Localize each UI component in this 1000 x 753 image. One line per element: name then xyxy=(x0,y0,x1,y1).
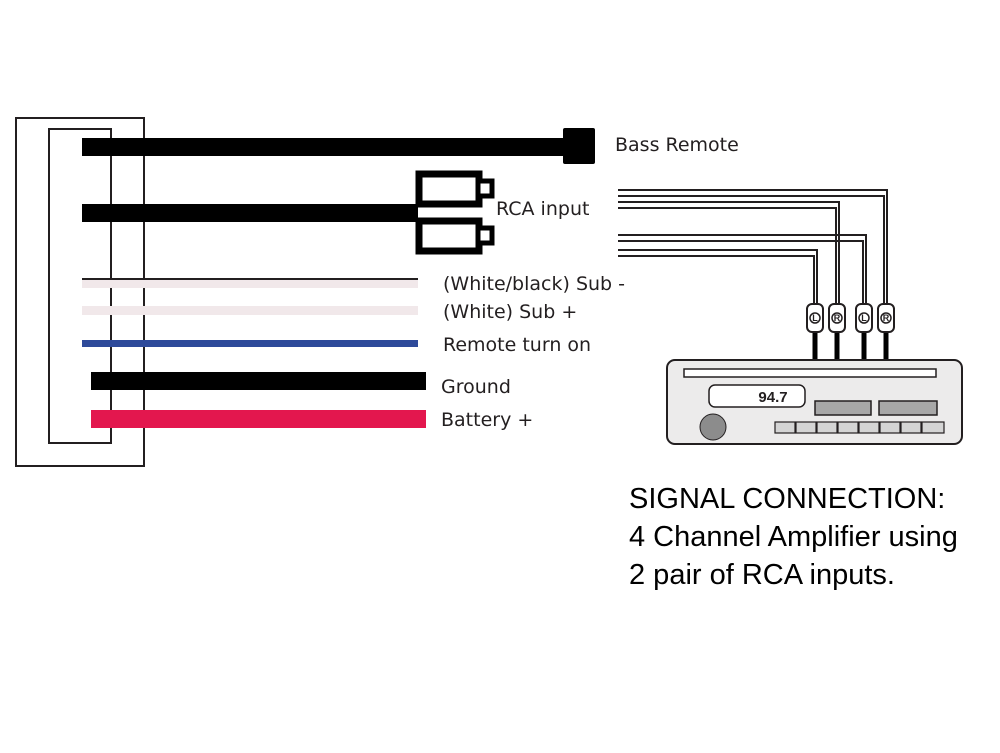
head-unit-frequency: 94.7 xyxy=(758,389,787,406)
label-battery-positive: Battery + xyxy=(441,409,533,431)
preset-button xyxy=(921,421,945,434)
rca-signal-cables xyxy=(618,189,888,305)
label-remote-turn-on: Remote turn on xyxy=(443,334,591,356)
rca-plug-3: L xyxy=(855,303,873,360)
preset-button xyxy=(900,421,922,434)
caption-line-2: 4 Channel Amplifier using xyxy=(629,521,958,553)
rca-plug-2: R xyxy=(828,303,846,360)
volume-knob xyxy=(699,413,727,441)
sub-negative-wire xyxy=(82,278,418,288)
preset-button xyxy=(879,421,901,434)
preset-button xyxy=(774,421,796,434)
remote-turn-on-wire xyxy=(82,340,418,347)
ground-wire xyxy=(91,372,426,390)
head-unit-button-left xyxy=(814,400,872,416)
rca-plug-1: L xyxy=(806,303,824,360)
rca-plug-4-letter: R xyxy=(883,313,890,323)
label-sub-positive: (White) Sub + xyxy=(443,301,577,323)
preset-button xyxy=(858,421,880,434)
battery-positive-wire xyxy=(91,410,426,428)
label-sub-negative: (White/black) Sub - xyxy=(443,273,625,295)
head-unit-button-right xyxy=(878,400,938,416)
preset-buttons xyxy=(774,421,945,434)
rca-plug-connector-top xyxy=(415,170,495,208)
label-bass-remote: Bass Remote xyxy=(615,134,739,156)
rca-plug-connector-bottom xyxy=(415,217,495,255)
rca-plug-2-letter: R xyxy=(834,313,841,323)
preset-button xyxy=(816,421,838,434)
rca-plug-4: R xyxy=(877,303,895,360)
label-ground: Ground xyxy=(441,376,511,398)
rca-plug-3-letter: L xyxy=(861,313,867,323)
preset-button xyxy=(837,421,859,434)
label-rca-input: RCA input xyxy=(496,198,589,220)
preset-button xyxy=(795,421,817,434)
sub-positive-wire xyxy=(82,306,418,315)
rca-input-wire xyxy=(82,170,495,255)
rca-plug-1-letter: L xyxy=(812,313,818,323)
bass-remote-wire xyxy=(82,128,595,164)
head-unit: 94.7 xyxy=(666,359,963,445)
cd-slot xyxy=(683,368,937,378)
caption-line-3: 2 pair of RCA inputs. xyxy=(629,559,895,591)
head-unit-display xyxy=(708,384,806,408)
caption-line-1: SIGNAL CONNECTION: xyxy=(629,483,945,515)
